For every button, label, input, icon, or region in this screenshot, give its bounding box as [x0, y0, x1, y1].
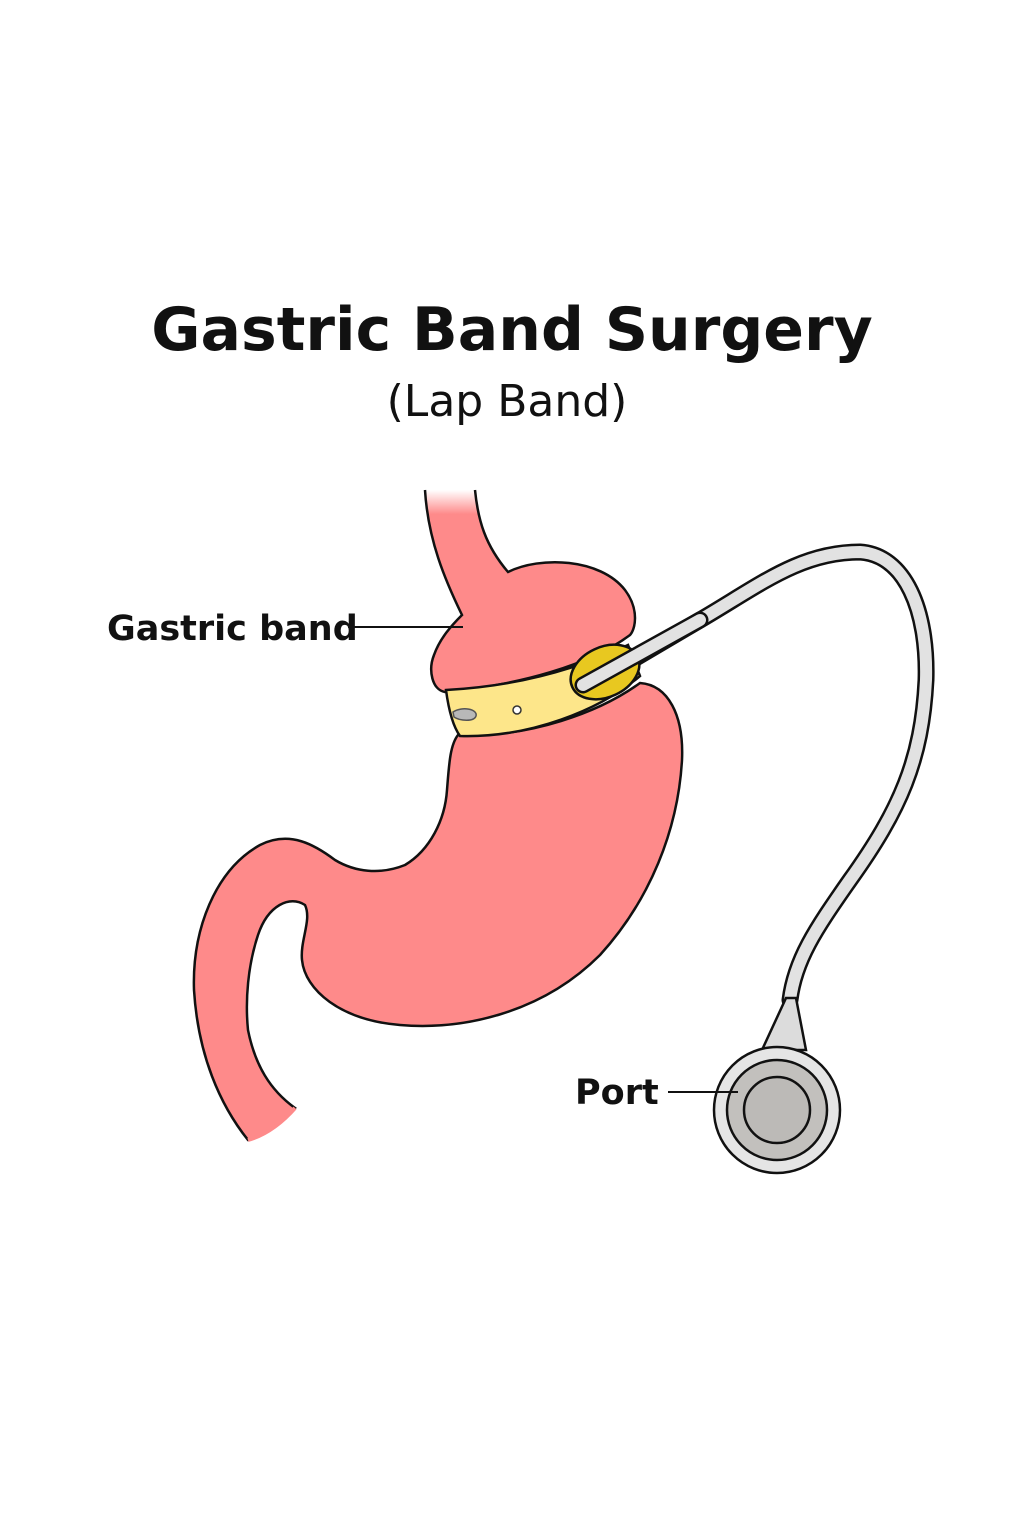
port-septum	[742, 1075, 812, 1145]
pouch-outline	[423, 489, 637, 694]
band-clip	[452, 708, 477, 721]
tube-band-connection	[577, 614, 706, 691]
band-hole	[512, 705, 522, 715]
esophagus-and-upper-pouch	[425, 490, 635, 692]
label-gastric-band: Gastric band	[107, 609, 358, 649]
connecting-tube	[584, 545, 933, 1006]
label-port: Port	[575, 1073, 659, 1113]
diagram-subtitle: (Lap Band)	[387, 376, 628, 427]
stomach	[192, 681, 684, 1142]
diagram-title: Gastric Band Surgery	[151, 295, 872, 365]
port-connector	[760, 996, 808, 1052]
